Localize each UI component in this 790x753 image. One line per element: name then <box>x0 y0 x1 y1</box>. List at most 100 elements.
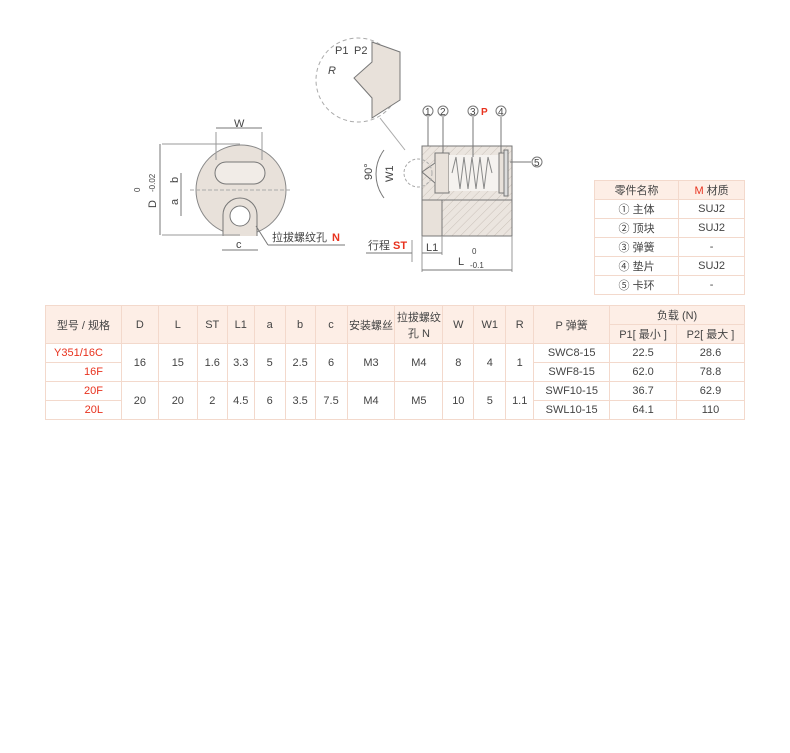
b-label: b <box>169 177 181 183</box>
side-view: 90° W1 1 2 3 P 4 5 行程 ST L1 L 0 -0.1 <box>363 105 543 272</box>
table-cell: M3 <box>346 343 396 382</box>
table-cell: 7.5 <box>314 381 348 420</box>
table-cell: 1 <box>505 343 535 382</box>
w1-label: W1 <box>384 166 396 183</box>
d-tol-upper: 0 <box>133 187 142 192</box>
table-cell: 2.5 <box>284 343 316 382</box>
table-cell: 62.0 <box>609 362 677 382</box>
p1-label: P1 <box>335 45 348 57</box>
table-cell: SWC8-15 <box>533 343 611 363</box>
table-cell: W <box>442 305 475 344</box>
table-cell: ① 主体 <box>593 199 680 219</box>
table-cell: Y351/16C <box>45 343 122 363</box>
front-view: W b a D 0 -0.02 c 拉拔螺纹孔 N <box>133 118 345 251</box>
table-cell: ③ 弹簧 <box>593 237 680 257</box>
table-cell: M4 <box>346 381 396 420</box>
table-cell: - <box>678 237 745 257</box>
table-cell: 3.5 <box>284 381 316 420</box>
table-cell: 36.7 <box>609 381 677 401</box>
thread-hole-code: N <box>332 232 340 244</box>
table-cell: ST <box>196 305 228 344</box>
callout-4: 4 <box>498 107 504 118</box>
l-label: L <box>458 256 464 268</box>
callout-2: 2 <box>440 107 446 118</box>
table-cell: - <box>678 275 745 295</box>
c-label: c <box>236 239 242 251</box>
table-cell: ④ 垫片 <box>593 256 680 276</box>
thread-hole-label: 拉拔螺纹孔 <box>272 230 327 244</box>
table-cell: 110 <box>675 400 746 420</box>
table-cell: 20F <box>45 381 122 401</box>
parts-header-name: 零件名称 <box>593 180 680 200</box>
table-cell: 22.5 <box>609 343 677 363</box>
r-label: R <box>328 65 336 77</box>
p2-label: P2 <box>354 45 367 57</box>
table-cell: SUJ2 <box>678 199 745 219</box>
parts-header-material: M 材质 <box>678 180 745 200</box>
table-cell: 20 <box>120 381 159 420</box>
table-cell: W1 <box>473 305 507 344</box>
table-cell: 5 <box>473 381 507 420</box>
technical-drawing: W b a D 0 -0.02 c 拉拔螺纹孔 N P1 P2 R 90° W1… <box>133 37 543 272</box>
table-cell: 1.1 <box>505 381 535 420</box>
table-cell: R <box>505 305 535 344</box>
table-cell: a <box>253 305 286 344</box>
callout-3: 3 <box>470 107 476 118</box>
callout-1: 1 <box>425 107 431 118</box>
table-cell: 6 <box>314 343 348 382</box>
spec-table: 型号 / 规格 D L ST L1 a b c 安装螺丝 拉拔螺纹孔 N W W… <box>45 305 746 420</box>
table-cell: 8 <box>442 343 475 382</box>
table-cell: 安装螺丝 <box>346 305 396 344</box>
angle-label: 90° <box>363 163 375 180</box>
table-cell: SUJ2 <box>678 218 745 238</box>
table-cell: SWL10-15 <box>533 400 611 420</box>
table-cell: 4.5 <box>226 381 255 420</box>
table-cell: M5 <box>394 381 444 420</box>
l-tol-lower: -0.1 <box>470 261 484 270</box>
l-tol-upper: 0 <box>472 247 477 256</box>
detail-view: P1 P2 R <box>315 37 406 151</box>
table-cell: 16 <box>120 343 159 382</box>
table-cell: 78.8 <box>675 362 746 382</box>
table-cell: SWF10-15 <box>533 381 611 401</box>
table-cell: b <box>284 305 316 344</box>
table-cell: L1 <box>226 305 255 344</box>
table-cell: M4 <box>394 343 444 382</box>
material-label: 材质 <box>706 185 729 197</box>
table-cell: 10 <box>442 381 475 420</box>
d-tol-lower: -0.02 <box>148 173 157 192</box>
table-cell: 20L <box>45 400 122 420</box>
table-cell: SUJ2 <box>678 256 745 276</box>
table-cell: 64.1 <box>609 400 677 420</box>
table-cell: 1.6 <box>196 343 228 382</box>
table-cell: 4 <box>473 343 507 382</box>
table-cell: L <box>157 305 198 344</box>
table-cell: 2 <box>196 381 228 420</box>
table-cell: ② 顶块 <box>593 218 680 238</box>
table-cell: 3.3 <box>226 343 255 382</box>
table-cell: 型号 / 规格 <box>45 305 122 344</box>
l1-label: L1 <box>426 242 438 254</box>
a-label: a <box>169 198 181 205</box>
table-cell: 负载 (N) <box>609 305 745 325</box>
table-cell: c <box>314 305 348 344</box>
table-row: ⑤ 卡环- <box>593 275 745 295</box>
table-cell: 62.9 <box>675 381 746 401</box>
table-cell: ⑤ 卡环 <box>593 275 680 295</box>
table-cell: 15 <box>157 343 198 382</box>
table-row: ③ 弹簧- <box>593 237 745 257</box>
table-cell: 5 <box>253 343 286 382</box>
table-cell: SWF8-15 <box>533 362 611 382</box>
w-label: W <box>234 118 245 130</box>
table-cell: 16F <box>45 362 122 382</box>
stroke-code: ST <box>393 240 407 252</box>
table-cell: 6 <box>253 381 286 420</box>
